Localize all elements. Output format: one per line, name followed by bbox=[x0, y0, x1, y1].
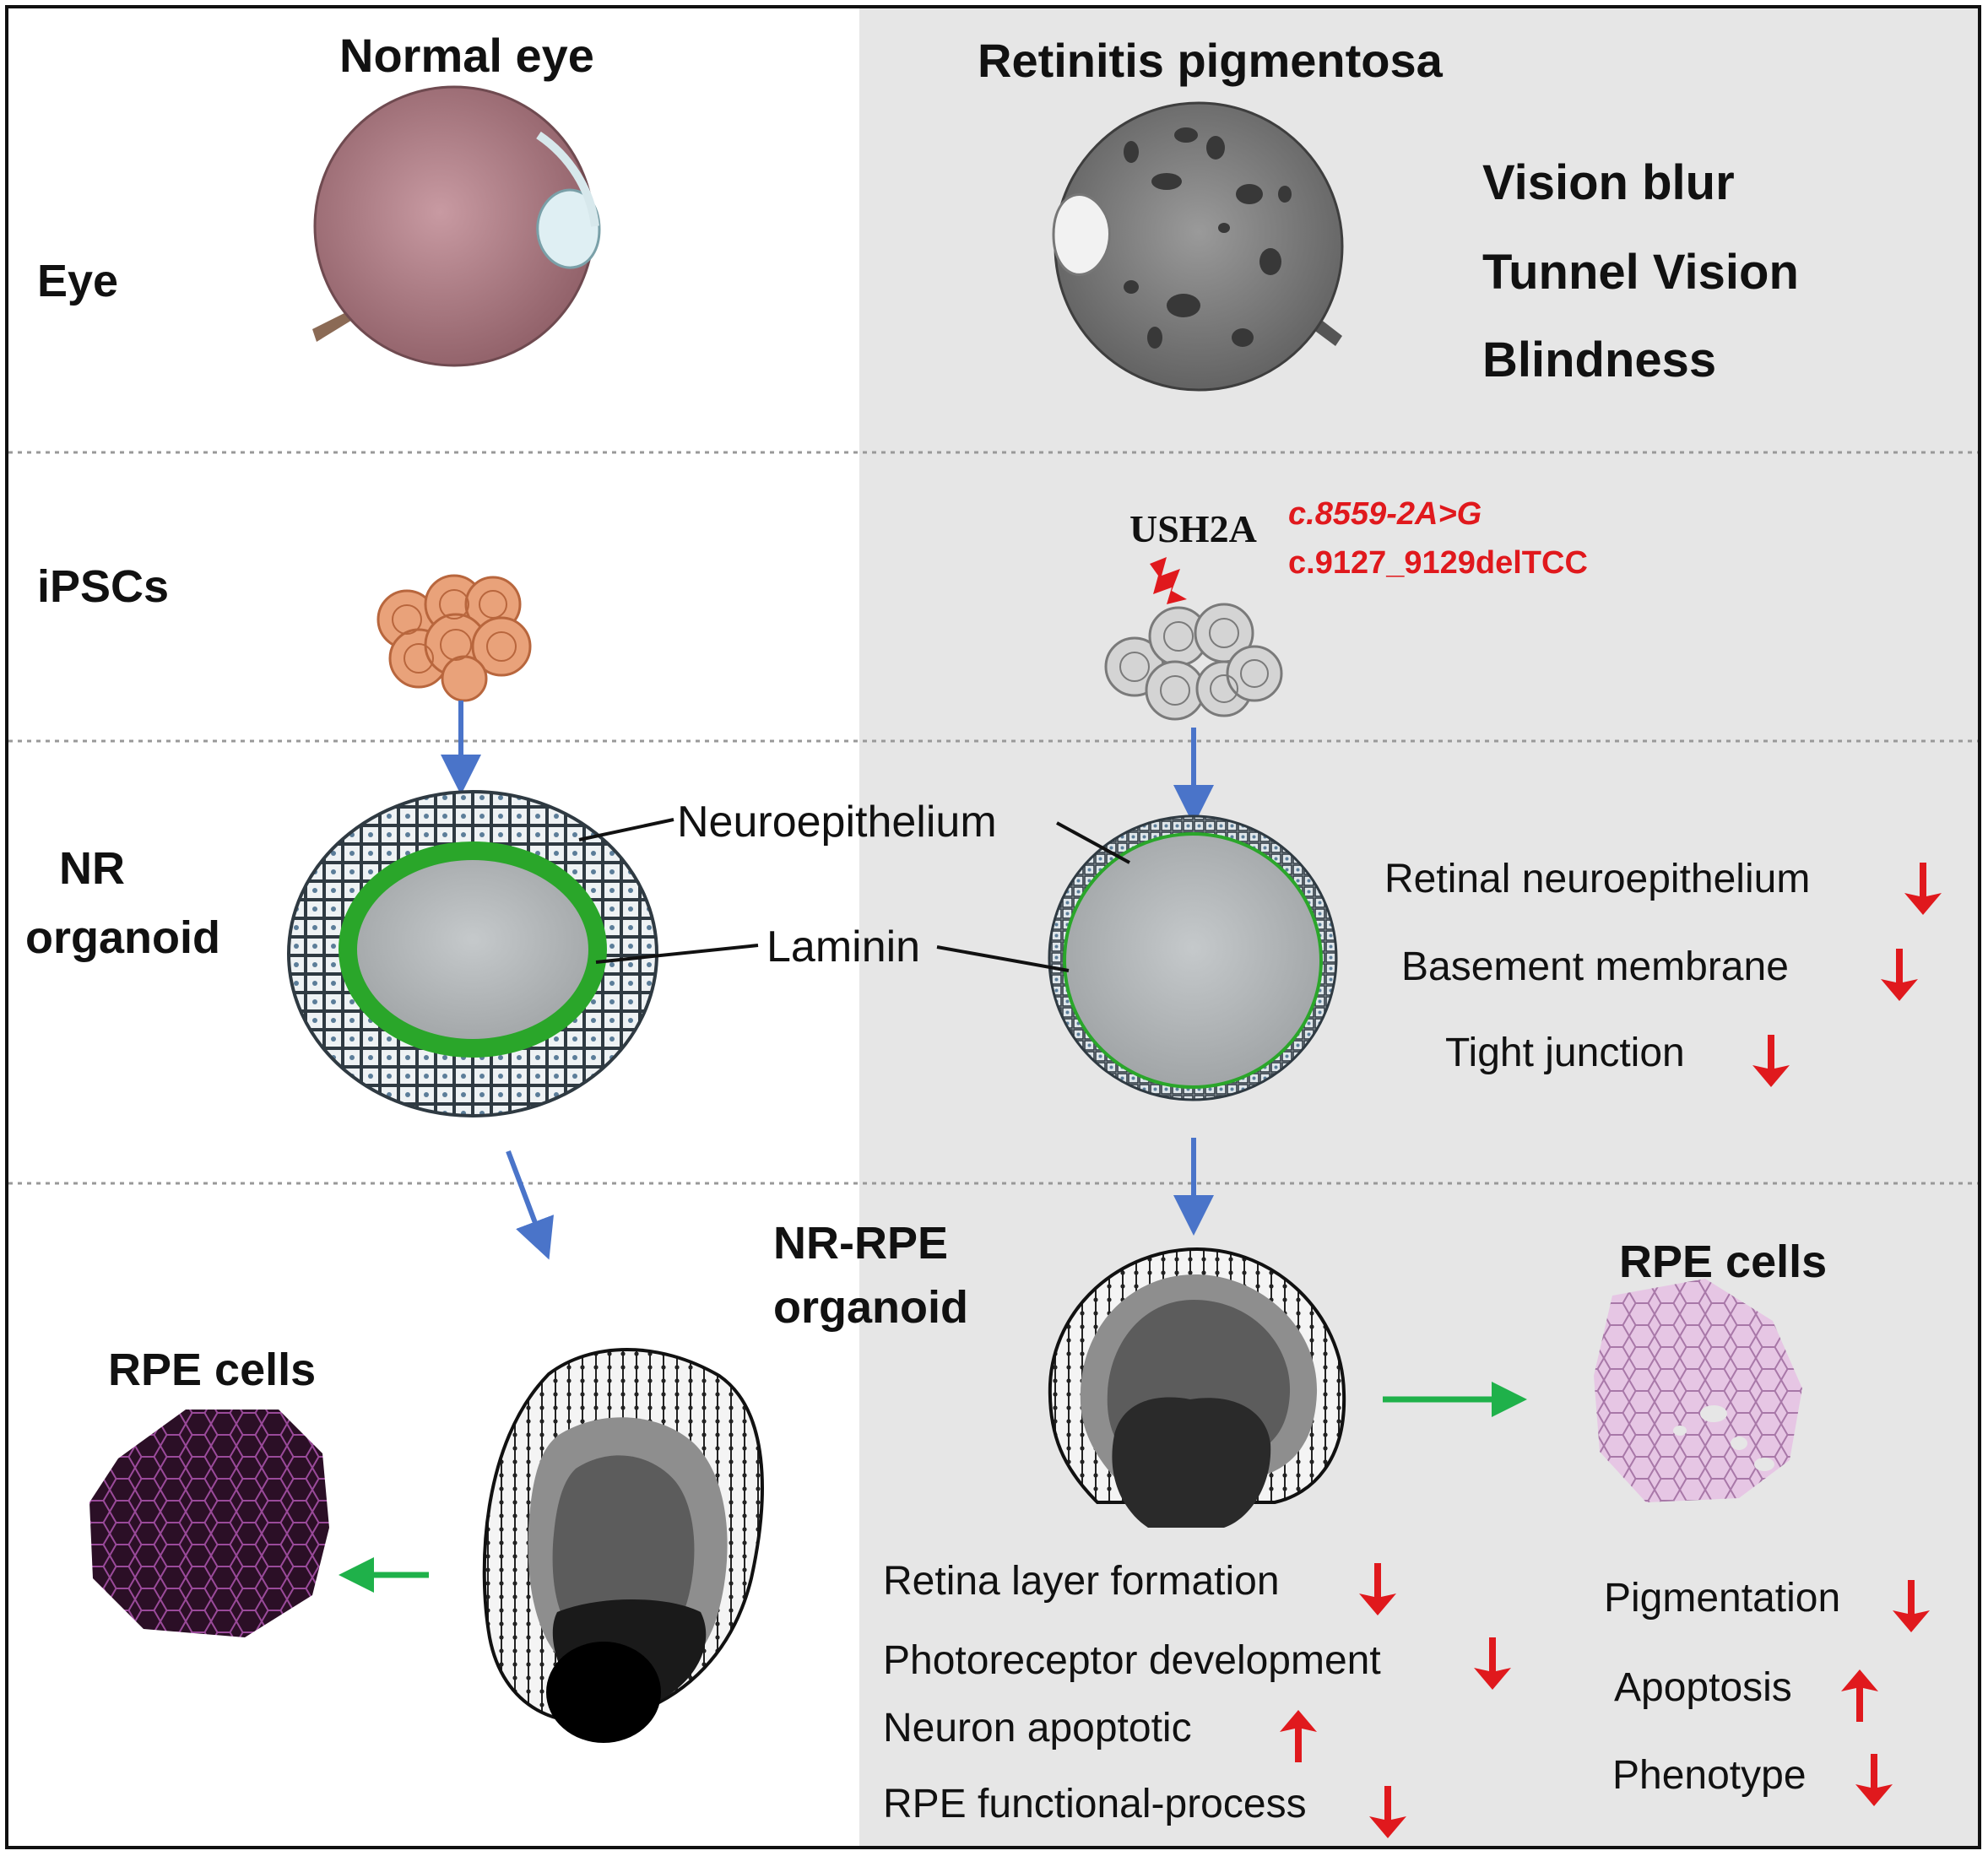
arrow-down-icon bbox=[1855, 1754, 1893, 1806]
normal-eye-illustration bbox=[312, 85, 601, 367]
disease-rpe-cell-sheet bbox=[1594, 1279, 1802, 1502]
arrow-down-icon bbox=[1881, 949, 1918, 1001]
gene-name: USH2A bbox=[1129, 507, 1257, 550]
row-dividers bbox=[8, 451, 1978, 1185]
arrow-down-icon bbox=[1474, 1637, 1511, 1690]
arrow-down-icon bbox=[1369, 1786, 1406, 1838]
arrow-up-icon bbox=[1280, 1710, 1317, 1762]
row-label-nr-line2: organoid bbox=[25, 912, 220, 963]
arrow-down-icon bbox=[1893, 1580, 1930, 1632]
column-title-normal: Normal eye bbox=[339, 29, 594, 82]
change-label: Retinal neuroepithelium bbox=[1384, 857, 1811, 901]
change-label: Neuron apoptotic bbox=[883, 1706, 1192, 1750]
normal-nr-organoid bbox=[287, 790, 658, 1117]
leader-line bbox=[936, 945, 1070, 972]
diagram-artwork bbox=[8, 85, 1978, 1838]
leader-line bbox=[1056, 821, 1130, 864]
leader-line bbox=[578, 818, 674, 841]
rpe-derivation-arrows bbox=[339, 1382, 1527, 1593]
arrow-down-icon bbox=[1752, 1035, 1790, 1087]
normal-rpe-cell-sheet bbox=[89, 1410, 329, 1637]
retinitis-pigmentosa-panel bbox=[859, 8, 1978, 1846]
column-title-disease: Retinitis pigmentosa bbox=[978, 34, 1443, 87]
change-label: Pigmentation bbox=[1604, 1576, 1841, 1621]
symptom-label: Blindness bbox=[1482, 333, 1717, 387]
figure-frame: Normal eye Retinitis pigmentosa Eye iPSC… bbox=[5, 5, 1981, 1849]
symptom-label: Tunnel Vision bbox=[1482, 245, 1799, 300]
rpe-cells-label-normal: RPE cells bbox=[108, 1345, 317, 1395]
arrow-down-icon bbox=[1359, 1563, 1396, 1615]
neuroepithelium-label: Neuroepithelium bbox=[677, 798, 997, 847]
row-label-nr-line1: NR bbox=[59, 843, 125, 894]
change-label: Retina layer formation bbox=[883, 1559, 1280, 1604]
disease-nr-organoid bbox=[1048, 814, 1338, 1101]
change-arrows bbox=[1280, 863, 1942, 1838]
change-label: Apoptosis bbox=[1614, 1665, 1792, 1710]
change-label: RPE functional-process bbox=[883, 1782, 1307, 1826]
flow-arrow bbox=[506, 1150, 554, 1260]
change-label: Tight junction bbox=[1445, 1031, 1685, 1075]
leader-line bbox=[595, 944, 759, 964]
laminin-label: Laminin bbox=[766, 923, 921, 971]
leader-lines bbox=[578, 818, 1130, 972]
rpe-cells-label-disease: RPE cells bbox=[1619, 1236, 1828, 1287]
disease-nr-rpe-organoid bbox=[1048, 1247, 1346, 1528]
disease-ipsc-cluster bbox=[1104, 603, 1283, 721]
change-label: Basement membrane bbox=[1401, 944, 1789, 989]
retinitis-pigmentosa-eye-illustration bbox=[1052, 101, 1344, 392]
change-label: Photoreceptor development bbox=[883, 1638, 1381, 1683]
mutation-label: c.8559-2A>G bbox=[1288, 496, 1482, 532]
normal-ipsc-cluster bbox=[376, 574, 532, 702]
row-label-eye: Eye bbox=[37, 256, 119, 306]
arrow-up-icon bbox=[1841, 1669, 1878, 1722]
symptom-label: Vision blur bbox=[1482, 155, 1735, 210]
row-label-ipscs: iPSCs bbox=[37, 561, 170, 612]
flow-arrows bbox=[441, 701, 1214, 1260]
mutation-lightning-icon bbox=[1150, 557, 1187, 604]
arrow-down-icon bbox=[1904, 863, 1942, 915]
normal-nr-rpe-organoid bbox=[482, 1348, 764, 1743]
row-label-nr-rpe-line1: NR-RPE bbox=[773, 1218, 949, 1269]
change-label: Phenotype bbox=[1612, 1753, 1807, 1798]
row-label-nr-rpe-line2: organoid bbox=[773, 1282, 968, 1333]
mutation-label: c.9127_9129delTCC bbox=[1288, 545, 1588, 581]
